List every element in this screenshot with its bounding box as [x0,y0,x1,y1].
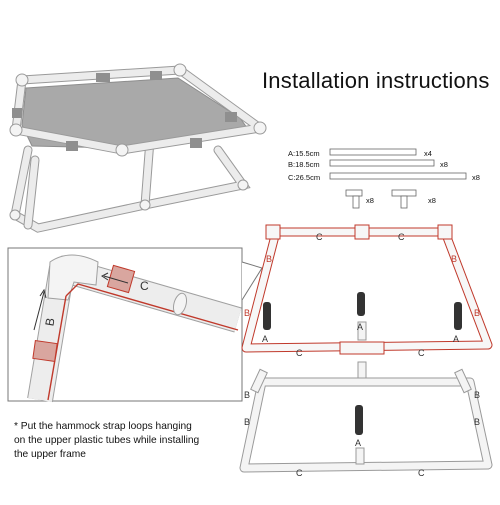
tube-a-label-left: A [262,334,268,344]
assembled-frame-illustration [9,63,267,233]
tube-c-icon [329,172,467,180]
part-b-label: B:18.5cm [288,160,320,169]
tube-a-label-lower: A [355,438,361,448]
l-connector-icon [345,189,363,209]
lower-label-c-l: C [296,468,303,478]
page-title: Installation instructions [262,68,490,93]
l-connector-qty: x8 [366,196,374,205]
lower-label-b-r1: B [474,390,480,400]
tube-a-label-mid: A [357,322,363,332]
parts-list: A:15.5cm x4 B:18.5cm x8 C:26.5cm x8 x8 x… [288,148,480,209]
note-line: on the upper plastic tubes while install… [14,435,200,446]
upper-label-b-ml: B [244,308,250,318]
lower-label-b-l2: B [244,417,250,427]
note-line: the upper frame [14,449,86,460]
lower-label-c-r: C [418,468,425,478]
detail-label-c: C [140,279,149,293]
upper-label-c-br: C [418,348,425,358]
part-a-label: A:15.5cm [288,149,320,158]
tube-b-icon [329,159,435,167]
t-connector-icon [391,189,417,209]
part-c-label: C:26.5cm [288,173,320,182]
upper-label-c-bl: C [296,348,303,358]
upper-label-b-mr: B [474,308,480,318]
t-connector-qty: x8 [428,196,436,205]
part-a-qty: x4 [424,149,432,158]
upper-label-c-right: C [398,232,405,242]
upper-label-b-tl: B [266,254,272,264]
installation-note: * Put the hammock strap loops hanging on… [14,420,250,462]
detail-zoom-panel: B C [7,247,263,403]
tube-a-icon [329,148,417,156]
note-line: * Put the hammock strap loops hanging [14,421,192,432]
detail-label-b: B [42,317,57,327]
part-c-qty: x8 [472,173,480,182]
lower-label-b-l1: B [244,390,250,400]
tube-a-label-right: A [453,334,459,344]
upper-label-b-tr: B [451,254,457,264]
upper-label-c-left: C [316,232,323,242]
exploded-frame-diagram: C C B B B B C C A A A A B B B B C C [239,224,493,478]
part-b-qty: x8 [440,160,448,169]
lower-label-b-r2: B [474,417,480,427]
